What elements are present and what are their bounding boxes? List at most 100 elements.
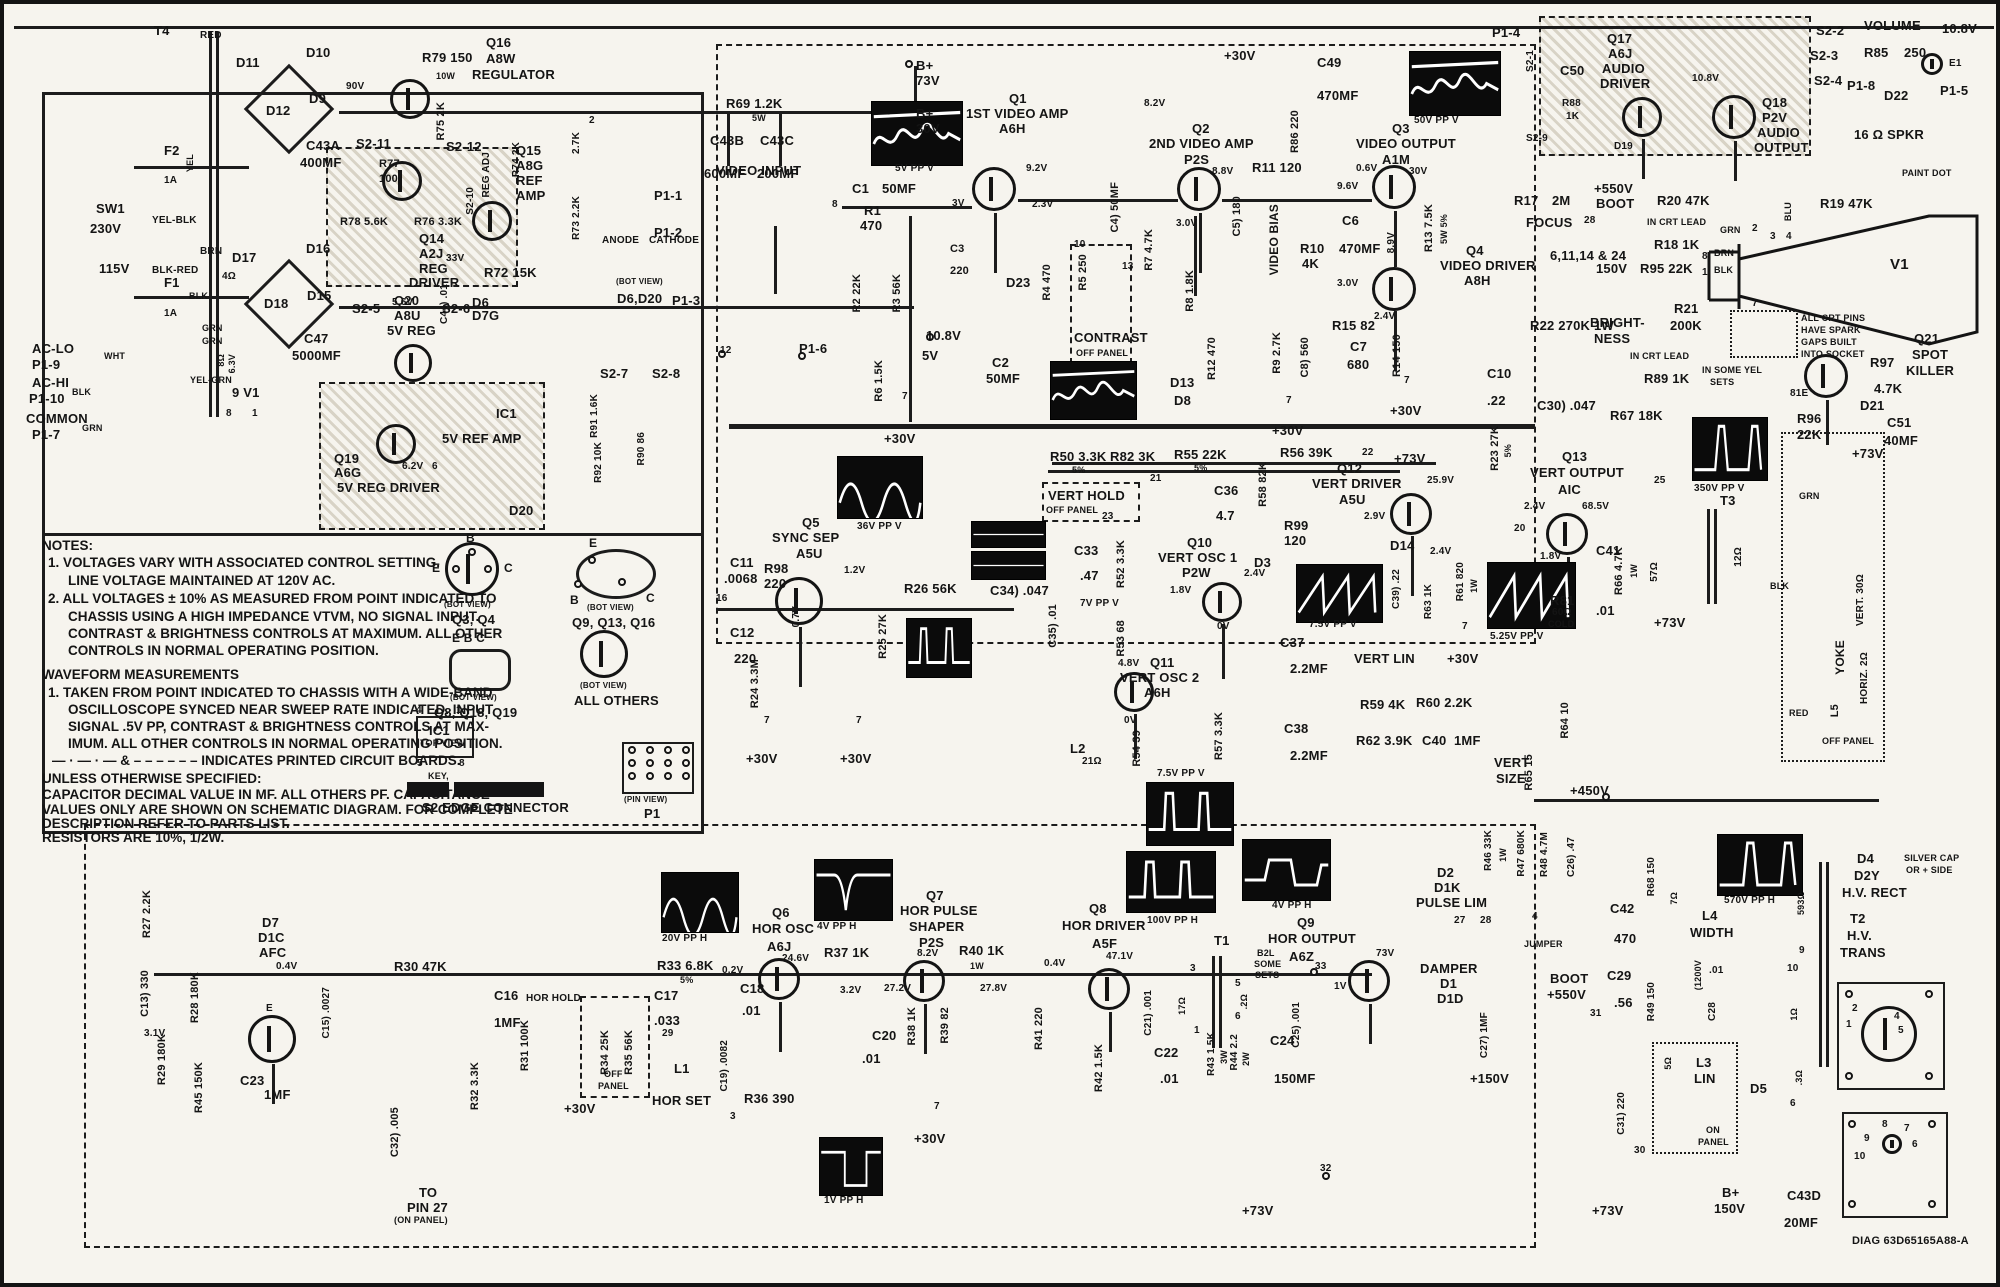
- component-label: YEL-BLK: [152, 215, 197, 226]
- component-label: BLK: [1714, 265, 1734, 275]
- node-dot: [1928, 1200, 1936, 1208]
- note-line: — · — · — & – – – – – – INDICATES PRINTE…: [52, 753, 461, 768]
- component-label: Q7: [926, 888, 944, 903]
- component-label: 6: [1912, 1139, 1918, 1150]
- component-label: 1: [1194, 1025, 1200, 1036]
- waveform-thumbnail: [871, 101, 963, 166]
- component-label: R14 150: [1391, 334, 1403, 377]
- component-label: 16 Ω SPKR: [1854, 127, 1925, 142]
- outline-box: [1781, 432, 1885, 762]
- component-label: 8.8V: [1212, 166, 1234, 177]
- component-label: .3Ω: [1794, 1070, 1804, 1086]
- component-label: R31 100K: [519, 1020, 531, 1072]
- component-label: D2: [1437, 865, 1455, 880]
- waveform-thumbnail: [837, 456, 923, 519]
- component-label: D7G: [472, 308, 500, 323]
- component-label: 81E: [1790, 388, 1809, 399]
- component-label: Q2: [1192, 121, 1210, 136]
- component-label: 7.5V PP V: [1309, 619, 1357, 630]
- component-label: R52 3.3K: [1115, 540, 1127, 589]
- component-label: VERT. 30Ω: [1855, 574, 1866, 627]
- component-label: D14: [1390, 538, 1415, 553]
- component-label: R53 68: [1115, 620, 1127, 657]
- component-label: D10: [306, 45, 331, 60]
- component-label: T2: [1850, 911, 1866, 926]
- outline-box: [454, 782, 544, 797]
- component-label: 5: [1898, 1025, 1904, 1036]
- component-label: C16: [494, 988, 519, 1003]
- node-dot: [798, 352, 806, 360]
- component-label: D2Y: [1854, 868, 1880, 883]
- component-label: 6: [432, 461, 438, 472]
- component-label: C29: [1607, 968, 1632, 983]
- component-label: 68.5V: [1582, 501, 1610, 512]
- node-dot: [1925, 1072, 1933, 1080]
- component-label: R26 56K: [904, 581, 957, 596]
- component-label: R21: [1674, 301, 1699, 316]
- component-label: +550V: [1547, 987, 1586, 1002]
- component-label: E1: [1949, 58, 1962, 69]
- component-label: 1W: [970, 961, 984, 971]
- transistor-symbol: [1114, 672, 1154, 712]
- component-label: SETS: [1710, 377, 1735, 387]
- component-label: R59 4K: [1360, 697, 1406, 712]
- component-label: 4.8V: [1118, 658, 1140, 669]
- component-label: D7: [262, 915, 280, 930]
- wire: [1109, 1012, 1112, 1052]
- component-label: 3: [730, 1111, 736, 1122]
- transistor-symbol: [1546, 513, 1588, 555]
- component-label: IN CRT LEAD: [1647, 217, 1707, 227]
- component-label: 220: [950, 265, 969, 277]
- component-label: IN SOME YEL: [1702, 365, 1763, 375]
- component-label: 40MF: [1884, 433, 1919, 448]
- component-label: R89 1K: [1644, 371, 1690, 386]
- component-label: P1-6: [799, 341, 828, 356]
- component-label: Q15: [516, 143, 542, 158]
- component-label: SYNC SEP: [772, 530, 840, 545]
- component-label: R74 2K: [511, 142, 522, 178]
- component-label: 2.2MF: [1290, 661, 1328, 676]
- component-label: 0V: [1217, 621, 1230, 632]
- component-label: R35 56K: [623, 1030, 635, 1075]
- component-label: 33: [1315, 961, 1327, 972]
- component-label: +73V: [1852, 446, 1884, 461]
- component-label: 5%: [1503, 444, 1513, 458]
- transistor-symbol: [1372, 165, 1416, 209]
- outline-box: [576, 549, 656, 599]
- wire: [134, 166, 249, 169]
- component-label: R55 22K: [1174, 447, 1227, 462]
- node-dot: [1848, 1120, 1856, 1128]
- component-label: Q3, Q4: [452, 612, 496, 627]
- component-label: SETS: [1255, 970, 1280, 980]
- note-line: OSCILLOSCOPE SYNCED NEAR SWEEP RATE INDI…: [68, 702, 494, 717]
- component-label: A6J: [767, 939, 792, 954]
- component-label: 2.4V: [1430, 546, 1452, 557]
- component-label: R24 3.3M: [749, 659, 761, 709]
- component-label: D1K: [1434, 880, 1461, 895]
- component-label: 2: [589, 115, 595, 126]
- component-label: L4: [1702, 908, 1718, 923]
- component-label: 220: [764, 576, 787, 591]
- component-label: P1-3: [672, 293, 701, 308]
- component-label: D18: [264, 296, 289, 311]
- component-label: 5%: [680, 975, 694, 985]
- component-label: D21: [1860, 398, 1885, 413]
- component-label: 22: [1362, 447, 1374, 458]
- component-label: A6H: [1144, 685, 1171, 700]
- component-label: 10.8V: [1692, 73, 1720, 84]
- component-label: C36: [1214, 483, 1239, 498]
- component-label: REG ADJ: [481, 152, 492, 198]
- waveform-thumbnail: [1050, 361, 1137, 420]
- component-label: 1MF: [264, 1087, 291, 1102]
- component-label: CATHODE: [649, 235, 700, 246]
- component-label: P1-9: [32, 357, 61, 372]
- component-label: OFF PANEL: [1822, 736, 1875, 746]
- component-label: B+: [1722, 1185, 1740, 1200]
- node-dot: [646, 759, 654, 767]
- waveform-thumbnail: [1126, 851, 1216, 913]
- component-label: +30V: [564, 1101, 596, 1116]
- component-label: 2: [1852, 1003, 1858, 1014]
- component-label: BRN: [200, 246, 223, 257]
- node-dot: [1602, 793, 1610, 801]
- component-label: 0.4V: [276, 961, 298, 972]
